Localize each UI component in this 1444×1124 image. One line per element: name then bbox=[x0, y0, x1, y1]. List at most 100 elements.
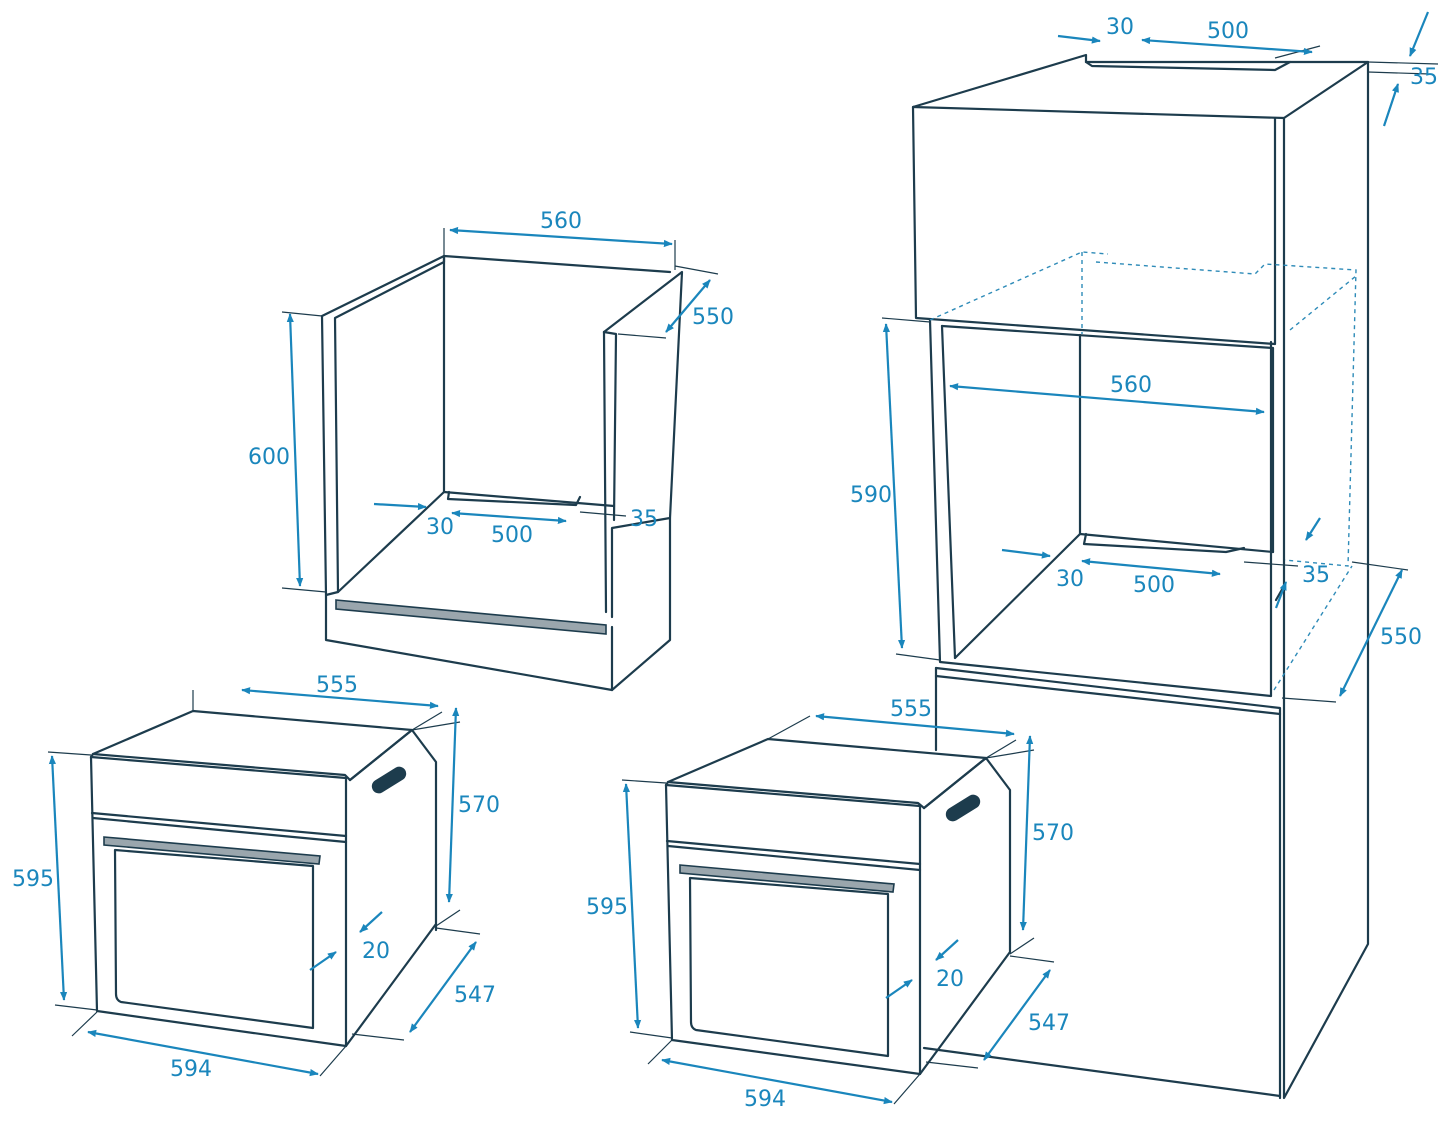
label-tall-inset-back: 35 bbox=[1302, 563, 1330, 588]
dim-550 bbox=[665, 279, 711, 333]
ext-r-547 bbox=[925, 955, 1055, 1069]
tall-cabinet-top-slot bbox=[1084, 60, 1292, 72]
tall-cabinet-hidden-top bbox=[929, 251, 1357, 567]
cabinet-right-panel-front bbox=[602, 330, 618, 522]
oven-left-window bbox=[113, 848, 315, 1030]
dim-tall-550 bbox=[1339, 569, 1403, 697]
oven-left: 555 570 595 594 547 20 bbox=[12, 673, 500, 1082]
oven-left-vent bbox=[371, 766, 407, 794]
tall-cabinet-niche-top bbox=[940, 324, 1275, 554]
dim-595 bbox=[48, 755, 68, 1001]
dim-555 bbox=[241, 687, 439, 709]
tall-cabinet-niche-floor bbox=[953, 532, 1275, 660]
label-oven-right-front-height: 595 bbox=[586, 895, 628, 920]
label-oven-right-top-width: 555 bbox=[890, 697, 932, 722]
cabinet-plinth-strip bbox=[335, 599, 607, 635]
dim-niche-35-a bbox=[1305, 517, 1321, 541]
label-tall-top-inset: 30 bbox=[1106, 15, 1134, 40]
dim-top-35-a bbox=[1408, 11, 1430, 57]
dim-r-594 bbox=[661, 1057, 893, 1105]
label-cabinet-slot-width: 500 bbox=[491, 523, 533, 548]
label-tall-top-back: 35 bbox=[1410, 65, 1438, 90]
label-tall-niche-height: 590 bbox=[850, 483, 892, 508]
ext-35 bbox=[579, 511, 627, 517]
oven-right-window bbox=[688, 876, 890, 1058]
dim-niche-35-b bbox=[1274, 581, 1288, 609]
label-oven-left-body-height: 570 bbox=[458, 793, 500, 818]
label-tall-niche-width: 560 bbox=[1110, 373, 1152, 398]
dim-594 bbox=[87, 1029, 319, 1077]
label-oven-right-body-depth: 547 bbox=[1028, 1011, 1070, 1036]
label-tall-slot-width: 500 bbox=[1133, 573, 1175, 598]
dim-600 bbox=[286, 313, 304, 587]
label-oven-left-front-height: 595 bbox=[12, 867, 54, 892]
ext-594 bbox=[71, 1011, 347, 1077]
label-cabinet-depth: 550 bbox=[692, 305, 734, 330]
tall-cabinet-niche-slot bbox=[1082, 532, 1246, 554]
label-cabinet-width: 560 bbox=[540, 209, 582, 234]
cabinet-floor bbox=[336, 490, 616, 594]
dim-top-35-b bbox=[1382, 83, 1400, 127]
ext-595 bbox=[47, 751, 98, 1011]
dim-top-500 bbox=[1141, 36, 1313, 56]
cabinet-floor-slot bbox=[446, 490, 582, 507]
tall-cabinet-hidden-floor bbox=[1273, 565, 1353, 691]
label-cabinet-inset-left: 30 bbox=[426, 515, 454, 540]
label-oven-right-body-height: 570 bbox=[1032, 821, 1074, 846]
ext-top-35 bbox=[1367, 61, 1439, 75]
dim-20-a bbox=[359, 911, 383, 933]
dim-590 bbox=[882, 323, 906, 649]
label-tall-inset-left: 30 bbox=[1056, 567, 1084, 592]
label-oven-right-front-thickness: 20 bbox=[936, 967, 964, 992]
cabinet-left-panel bbox=[320, 254, 446, 597]
dim-niche-500 bbox=[1081, 558, 1221, 577]
ext-r-594 bbox=[647, 1039, 921, 1105]
dim-r-595 bbox=[622, 783, 642, 1029]
label-oven-left-body-depth: 547 bbox=[454, 983, 496, 1008]
ext-547 bbox=[351, 927, 481, 1041]
label-oven-left-front-thickness: 20 bbox=[362, 939, 390, 964]
tall-cabinet-lower-line bbox=[934, 674, 1282, 716]
label-tall-depth: 550 bbox=[1380, 625, 1422, 650]
oven-left-side bbox=[344, 728, 438, 1048]
oven-left-control-line2 bbox=[91, 816, 348, 844]
dim-r-570 bbox=[1019, 735, 1034, 931]
under-counter-cabinet: 560 550 600 30 500 35 bbox=[248, 209, 734, 692]
oven-right-control-line2 bbox=[666, 844, 922, 872]
tall-cabinet-upper-front bbox=[911, 105, 1277, 346]
cabinet-right-panel-edge bbox=[602, 330, 608, 614]
oven-right-handle bbox=[679, 864, 895, 893]
oven-right-vent bbox=[945, 794, 981, 822]
tall-cabinet-lower-front bbox=[934, 666, 1282, 1100]
tall-cabinet-right-side bbox=[1282, 60, 1370, 1100]
dim-r-20-b bbox=[885, 979, 913, 999]
ext-niche-35 bbox=[1243, 561, 1299, 567]
ext-tall-550 bbox=[1281, 561, 1409, 703]
ext-550 bbox=[617, 265, 719, 339]
oven-right: 555 570 595 594 547 20 bbox=[586, 697, 1074, 1112]
dim-570 bbox=[445, 707, 460, 903]
dim-niche-560 bbox=[949, 383, 1265, 415]
ext-590 bbox=[881, 317, 941, 661]
label-cabinet-height: 600 bbox=[248, 445, 290, 470]
oven-right-side bbox=[918, 756, 1012, 1076]
dim-560 bbox=[449, 226, 673, 248]
dim-niche-30 bbox=[1001, 548, 1051, 559]
tall-cabinet: 30 500 35 560 590 30 500 35 550 bbox=[850, 11, 1439, 1100]
dim-r-20-a bbox=[935, 939, 959, 961]
tall-cabinet-base bbox=[922, 1046, 1282, 1098]
oven-left-control-line bbox=[90, 811, 348, 838]
label-tall-top-slot: 500 bbox=[1207, 19, 1249, 44]
cabinet-top-back bbox=[442, 254, 672, 274]
tall-cabinet-niche-outer bbox=[928, 318, 1273, 698]
label-cabinet-inset-back: 35 bbox=[630, 507, 658, 532]
oven-left-handle bbox=[103, 836, 321, 865]
dim-20-b bbox=[309, 951, 337, 971]
cabinet-plinth bbox=[324, 593, 614, 692]
oven-right-control-line bbox=[665, 839, 922, 866]
dim-500 bbox=[451, 509, 567, 525]
oven-left-front-top bbox=[89, 752, 352, 782]
cabinet-plinth-side bbox=[610, 516, 672, 692]
oven-right-front-top bbox=[664, 780, 926, 810]
